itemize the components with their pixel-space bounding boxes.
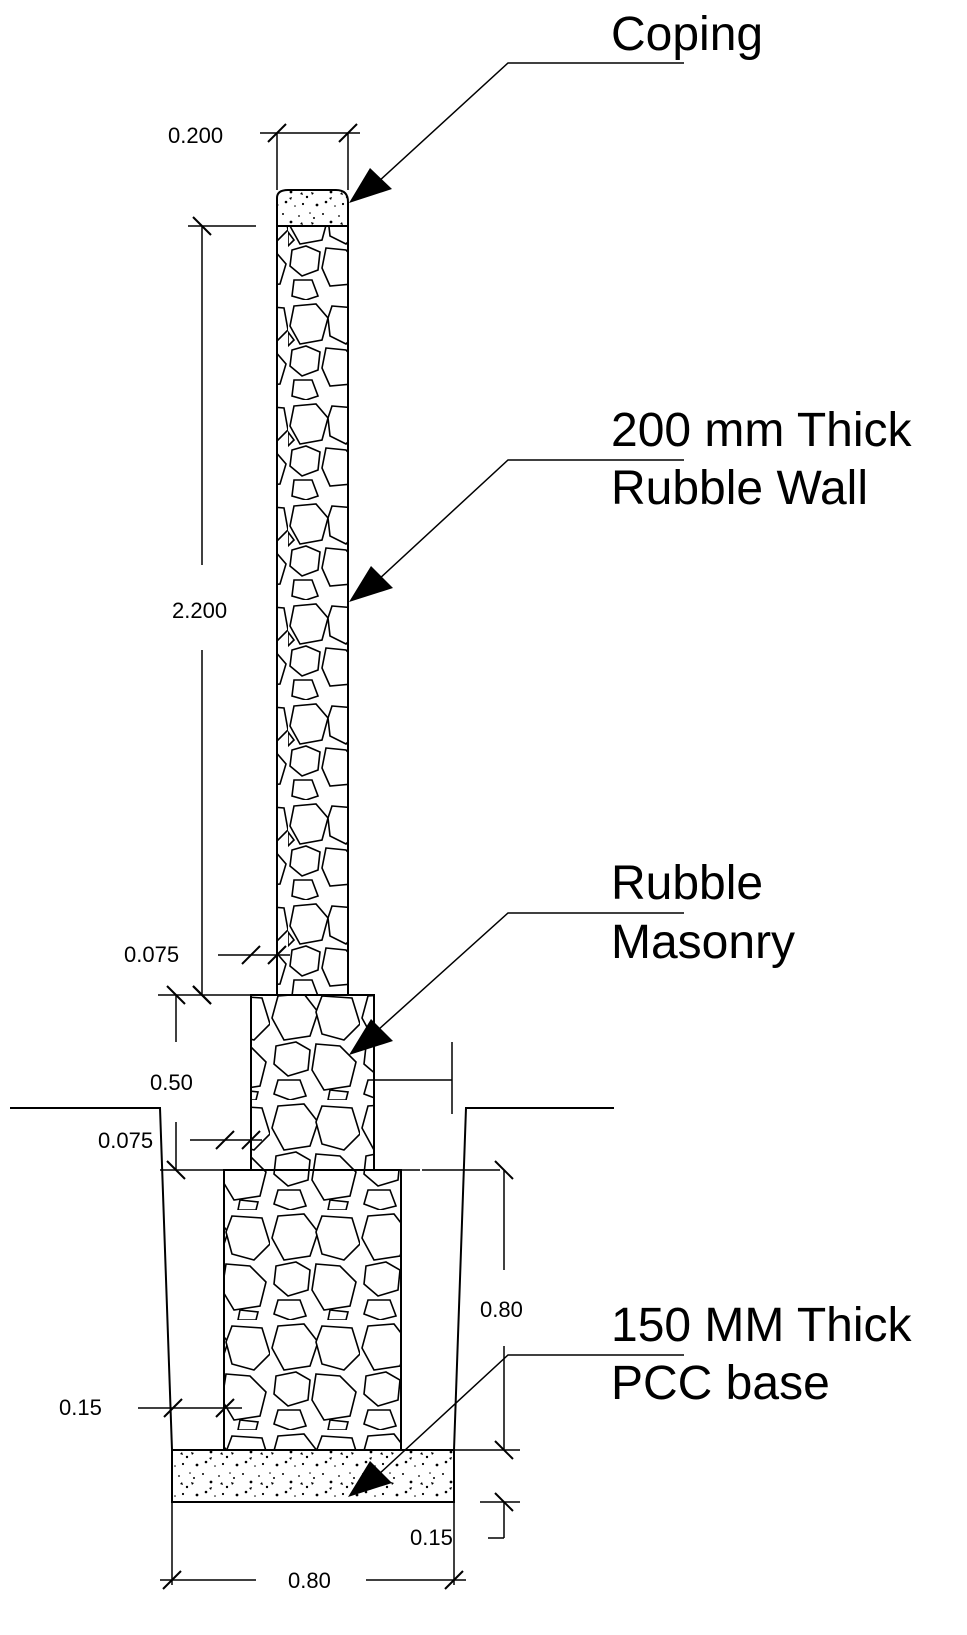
dim-footing-height-text: 0.80 (480, 1297, 523, 1322)
rubble-wall (276, 225, 349, 996)
pcc-base (171, 1449, 455, 1503)
dim-lower-offset-text: 0.075 (98, 1128, 153, 1153)
dimension-wall-width: 0.200 (168, 123, 360, 190)
label-rubble-wall-line1: 200 mm Thick (611, 404, 913, 457)
dim-pcc-width-text: 0.80 (288, 1568, 331, 1593)
dim-upper-offset-text: 0.075 (124, 942, 179, 967)
leader-rubble-wall: 200 mm Thick Rubble Wall (349, 404, 913, 602)
footing-rubble-masonry (223, 1169, 402, 1451)
dim-pcc-thickness-text: 0.15 (410, 1525, 453, 1550)
dimension-wall-height: 2.200 (172, 216, 256, 1005)
dimension-lower-offset: 0.075 (98, 1128, 262, 1153)
leader-arrow-rubble-masonry (349, 1019, 393, 1055)
leader-coping: Coping (349, 8, 763, 203)
dimension-pcc-width: 0.80 (160, 1502, 466, 1593)
leader-arrow-coping (349, 168, 392, 203)
dim-wall-height-text: 2.200 (172, 598, 227, 623)
leader-rubble-masonry: Rubble Masonry (349, 857, 795, 1055)
label-coping: Coping (611, 8, 763, 61)
label-rubble-masonry-line2: Masonry (611, 916, 795, 969)
dim-wall-width-text: 0.200 (168, 123, 223, 148)
dimension-upper-offset: 0.075 (124, 942, 290, 967)
leader-arrow-pcc-base (348, 1461, 392, 1497)
label-pcc-base-line1: 150 MM Thick (611, 1299, 913, 1352)
dimension-plinth-height: 0.50 (150, 985, 251, 1180)
label-rubble-wall-line2: Rubble Wall (611, 462, 868, 515)
dim-plinth-height-text: 0.50 (150, 1070, 193, 1095)
dimension-pcc-thickness: 0.15 (410, 1492, 520, 1550)
plinth-rubble-masonry (250, 994, 375, 1171)
dimension-footing-height: 0.80 (480, 1160, 523, 1460)
dim-pcc-offset-text: 0.15 (59, 1395, 102, 1420)
level-lines (160, 1042, 520, 1451)
leader-arrow-rubble-wall (349, 566, 393, 602)
coping (276, 189, 349, 227)
leader-pcc-base: 150 MM Thick PCC base (348, 1299, 913, 1497)
dimension-pcc-offset: 0.15 (59, 1395, 242, 1420)
label-rubble-masonry-line1: Rubble (611, 857, 763, 910)
label-pcc-base-line2: PCC base (611, 1357, 830, 1410)
excavation-trench-lines (10, 1107, 614, 1451)
